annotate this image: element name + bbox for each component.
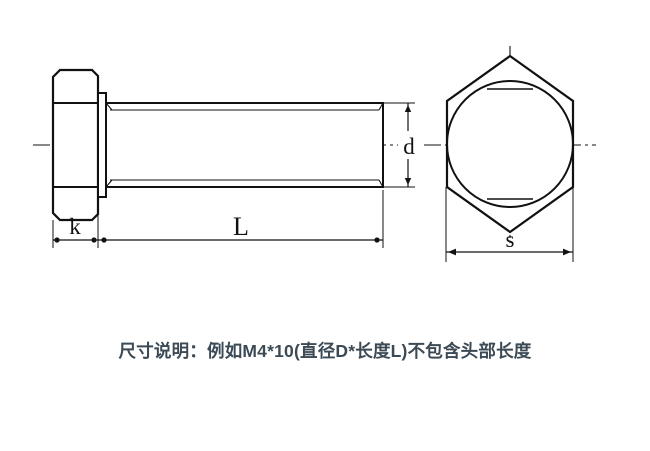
shank-end-chamfer-bottom: [378, 179, 384, 188]
hex-head-end-view-outline: [445, 54, 575, 234]
d-label-mask: [398, 131, 420, 159]
dimension-explanation-caption: 尺寸说明：例如M4*10(直径D*长度L)不包含头部长度: [118, 341, 532, 361]
k-dimension-tick-right: [91, 237, 97, 243]
end-view-group: s: [424, 46, 596, 262]
k-dimension-label: k: [69, 214, 81, 239]
bolt-head-outline: [51, 68, 100, 222]
d-arrowhead-bottom: [404, 178, 412, 185]
d-arrowhead-top: [404, 105, 412, 112]
d-dimension-label: d: [403, 134, 415, 159]
hex-head-chamfer-circle: [446, 80, 574, 208]
thread-runout-bottom: [105, 179, 113, 188]
s-arrowhead-left: [448, 248, 456, 256]
k-dimension-tick-left: [54, 237, 60, 243]
shank-major-diameter-body: [105, 102, 384, 188]
s-arrowhead-right: [563, 248, 571, 256]
head-bearing-face: [97, 92, 107, 198]
L-dimension-tick-right: [374, 237, 380, 243]
L-dimension-label: L: [233, 212, 249, 241]
thread-runout-top: [105, 102, 113, 111]
s-dimension-label: s: [506, 227, 515, 252]
L-dimension-tick-left: [101, 237, 107, 243]
side-view-group: k L d: [33, 68, 420, 248]
shank-end-chamfer-top: [378, 102, 384, 111]
